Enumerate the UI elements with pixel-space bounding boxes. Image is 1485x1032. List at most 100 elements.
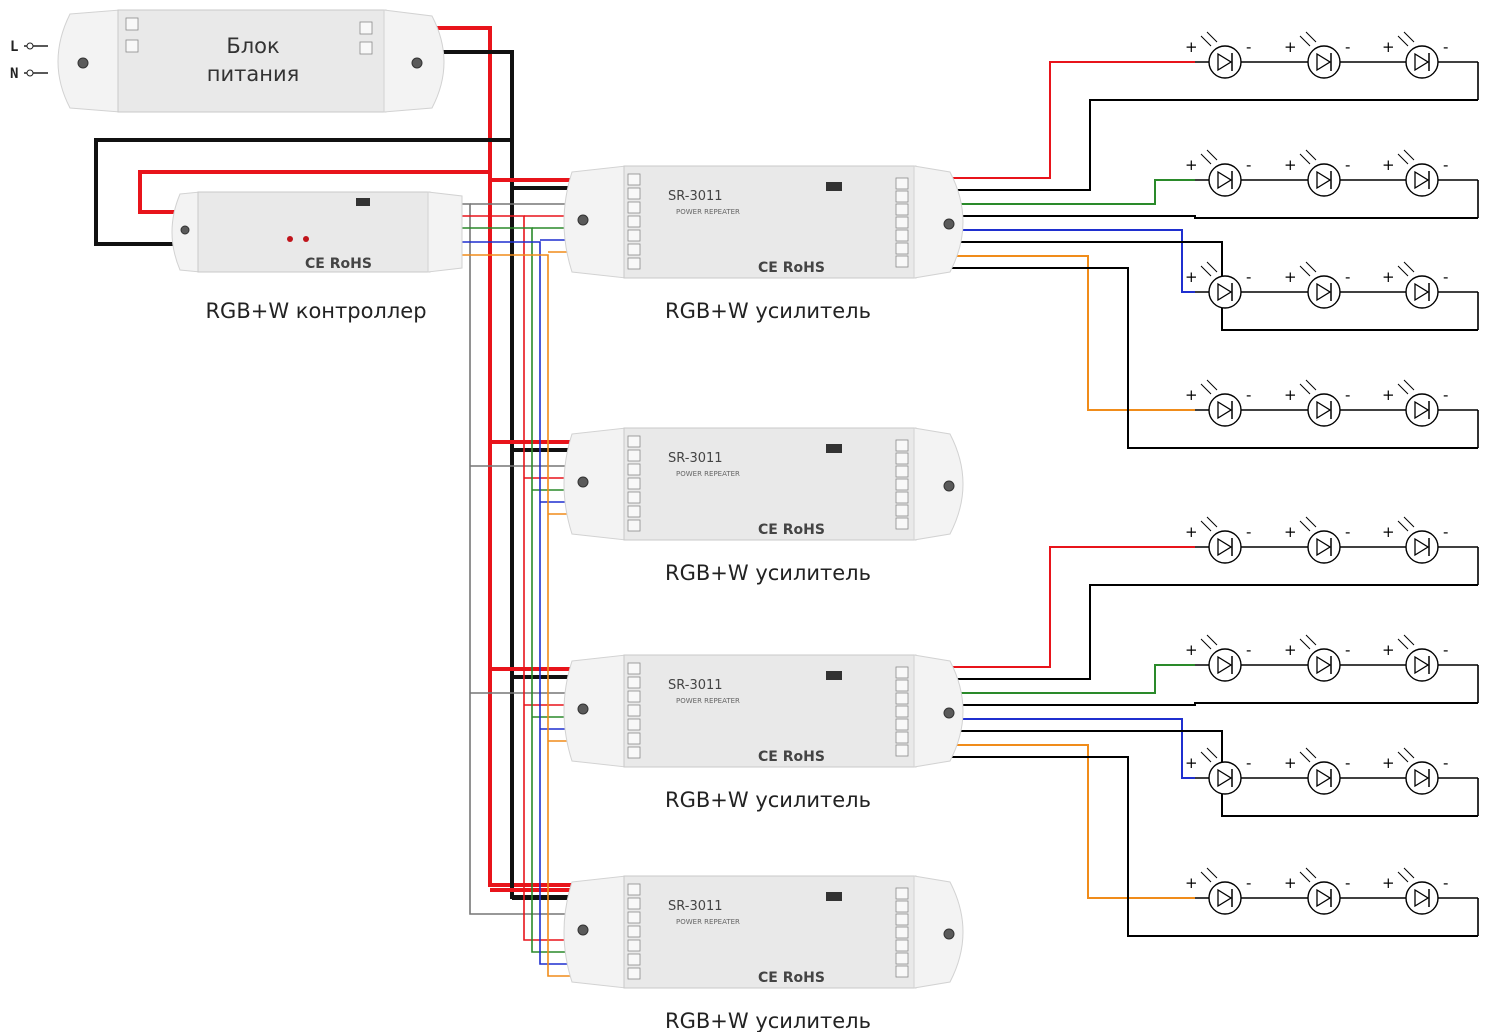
led-diode-icon: +- <box>1382 747 1448 795</box>
led-triangle <box>1316 655 1332 675</box>
led-diode-icon: +- <box>1382 867 1448 915</box>
controller-screw <box>180 225 190 235</box>
led-minus-label: - <box>1345 523 1350 541</box>
amplifier-input-terminal <box>627 477 641 490</box>
light-emission-arrow <box>1200 751 1212 763</box>
light-emission-arrow <box>1305 379 1317 391</box>
psu-terminal <box>125 39 139 53</box>
controller-led-indicator <box>287 236 293 242</box>
channel-output-wire <box>916 179 1195 205</box>
amplifier-screw <box>577 476 589 488</box>
amplifier-output-terminal <box>895 887 909 900</box>
amplifier-model: SR-3011 <box>668 189 723 204</box>
amplifier-output-terminal <box>895 952 909 965</box>
led-body <box>1307 45 1341 79</box>
amplifier-input-terminal <box>627 505 641 518</box>
amplifier-subtitle: POWER REPEATER <box>676 208 740 216</box>
light-emission-arrow <box>1200 265 1212 277</box>
amplifier-input-terminal <box>627 257 641 270</box>
led-string: +-+-+- <box>1185 747 1479 816</box>
amplifier-output-terminal <box>895 900 909 913</box>
psu-body <box>117 9 387 113</box>
amplifier-input-terminal <box>627 519 641 532</box>
led-minus-label: - <box>1246 641 1251 659</box>
controller-switch <box>356 198 370 206</box>
led-plus-label: + <box>1284 641 1297 659</box>
led-diode-icon: +- <box>1284 261 1350 309</box>
led-triangle <box>1316 170 1332 190</box>
rgbw-controller: CE RoHS RGB+W контроллер <box>171 191 463 323</box>
psu-screw-right <box>411 57 423 69</box>
light-emission-arrow <box>1403 516 1415 528</box>
led-diode-icon: +- <box>1284 867 1350 915</box>
led-plus-label: + <box>1382 641 1395 659</box>
amplifier-input-terminal <box>627 704 641 717</box>
return-ground-wire <box>916 756 1478 937</box>
psu-input-n: N <box>10 66 18 82</box>
amplifier-output-terminal <box>895 216 909 229</box>
amplifier-input-terminal <box>627 690 641 703</box>
led-minus-label: - <box>1443 523 1448 541</box>
amplifier-input-terminal <box>627 953 641 966</box>
amplifier-input-terminal <box>627 967 641 980</box>
amplifier-input-terminal <box>627 435 641 448</box>
light-emission-arrow <box>1403 149 1415 161</box>
controller-body <box>197 191 431 273</box>
led-diode-icon: +- <box>1382 261 1448 309</box>
light-emission-arrow <box>1206 516 1218 528</box>
led-plus-label: + <box>1284 156 1297 174</box>
amplifier-input-terminal <box>627 215 641 228</box>
light-emission-arrow <box>1397 751 1409 763</box>
led-minus-label: - <box>1246 386 1251 404</box>
amplifier-input-terminal <box>627 883 641 896</box>
led-triangle <box>1414 170 1430 190</box>
led-diode-icon: +- <box>1284 149 1350 197</box>
led-diode-icon: +- <box>1185 261 1251 309</box>
led-plus-label: + <box>1382 268 1395 286</box>
led-string: +-+-+- <box>1185 867 1479 936</box>
led-plus-label: + <box>1284 754 1297 772</box>
amplifier-left-cap <box>563 654 627 768</box>
led-plus-label: + <box>1382 874 1395 892</box>
light-emission-arrow <box>1305 31 1317 43</box>
led-body <box>1208 530 1242 564</box>
light-emission-arrow <box>1206 31 1218 43</box>
led-body <box>1405 393 1439 427</box>
led-body <box>1307 761 1341 795</box>
led-plus-label: + <box>1382 523 1395 541</box>
led-plus-label: + <box>1284 38 1297 56</box>
led-minus-label: - <box>1246 874 1251 892</box>
channel-output-wire <box>916 229 1195 293</box>
signal-bus-wire <box>462 227 626 953</box>
led-body <box>1405 45 1439 79</box>
amplifier-output-terminal <box>895 504 909 517</box>
amplifier-screw <box>943 480 955 492</box>
amplifier-screw <box>943 928 955 940</box>
light-emission-arrow <box>1200 520 1212 532</box>
amplifier-output-terminal <box>895 177 909 190</box>
amplifier-logo: CE RoHS <box>758 260 825 276</box>
led-triangle <box>1217 537 1233 557</box>
psu-terminal <box>125 17 139 31</box>
amplifier-switch <box>826 892 842 901</box>
light-emission-arrow <box>1305 747 1317 759</box>
led-body <box>1405 761 1439 795</box>
light-emission-arrow <box>1397 871 1409 883</box>
amplifier-switch <box>826 671 842 680</box>
light-emission-arrow <box>1206 867 1218 879</box>
amplifier-right-cap <box>913 427 964 541</box>
amplifier-model: SR-3011 <box>668 451 723 466</box>
led-minus-label: - <box>1345 156 1350 174</box>
psu-label-line2: питания <box>207 62 300 86</box>
light-emission-arrow <box>1305 867 1317 879</box>
led-diode-icon: +- <box>1382 634 1448 682</box>
amplifier-input-terminal <box>627 463 641 476</box>
amplifier-screw <box>577 214 589 226</box>
amplifier-caption: RGB+W усилитель <box>665 1009 871 1032</box>
led-triangle <box>1217 768 1233 788</box>
controller-positive-wire <box>138 170 490 214</box>
amplifier-subtitle: POWER REPEATER <box>676 918 740 926</box>
amplifier-caption: RGB+W усилитель <box>665 788 871 812</box>
